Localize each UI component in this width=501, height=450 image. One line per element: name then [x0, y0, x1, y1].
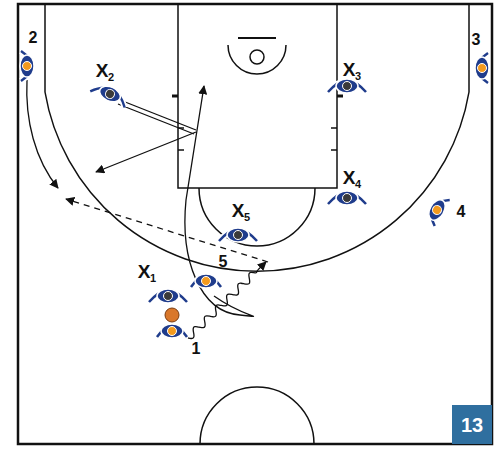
defender-mark: X [343, 60, 356, 79]
player-number: 5 [219, 254, 228, 270]
defense-player [90, 80, 130, 109]
defender-number: 1 [150, 273, 156, 284]
offense-player [191, 274, 221, 288]
defender-mark: X [96, 61, 109, 80]
defender-number: 3 [355, 71, 361, 82]
defender-number: 4 [355, 179, 361, 190]
defense-player [219, 228, 257, 242]
defender-mark: X [232, 201, 245, 220]
movement-arrows [27, 80, 268, 340]
player-number: 1 [192, 341, 201, 357]
defense-player [328, 191, 366, 205]
ball [165, 308, 179, 322]
play-number: 13 [461, 415, 483, 435]
dribble-arrow [188, 262, 266, 338]
offense-player [157, 324, 187, 338]
defense-player [149, 289, 187, 303]
player-number: 2 [29, 30, 38, 46]
defender-mark: X [343, 168, 356, 187]
player-number: 3 [472, 32, 481, 48]
offense-player [475, 53, 489, 83]
court-lines [18, 4, 492, 444]
offense-player [20, 51, 34, 81]
defender-number: 2 [108, 72, 114, 83]
defender-number: 5 [244, 212, 250, 223]
defender-mark: X [138, 262, 151, 281]
player-number: 4 [457, 204, 466, 220]
offense-player [423, 194, 450, 227]
